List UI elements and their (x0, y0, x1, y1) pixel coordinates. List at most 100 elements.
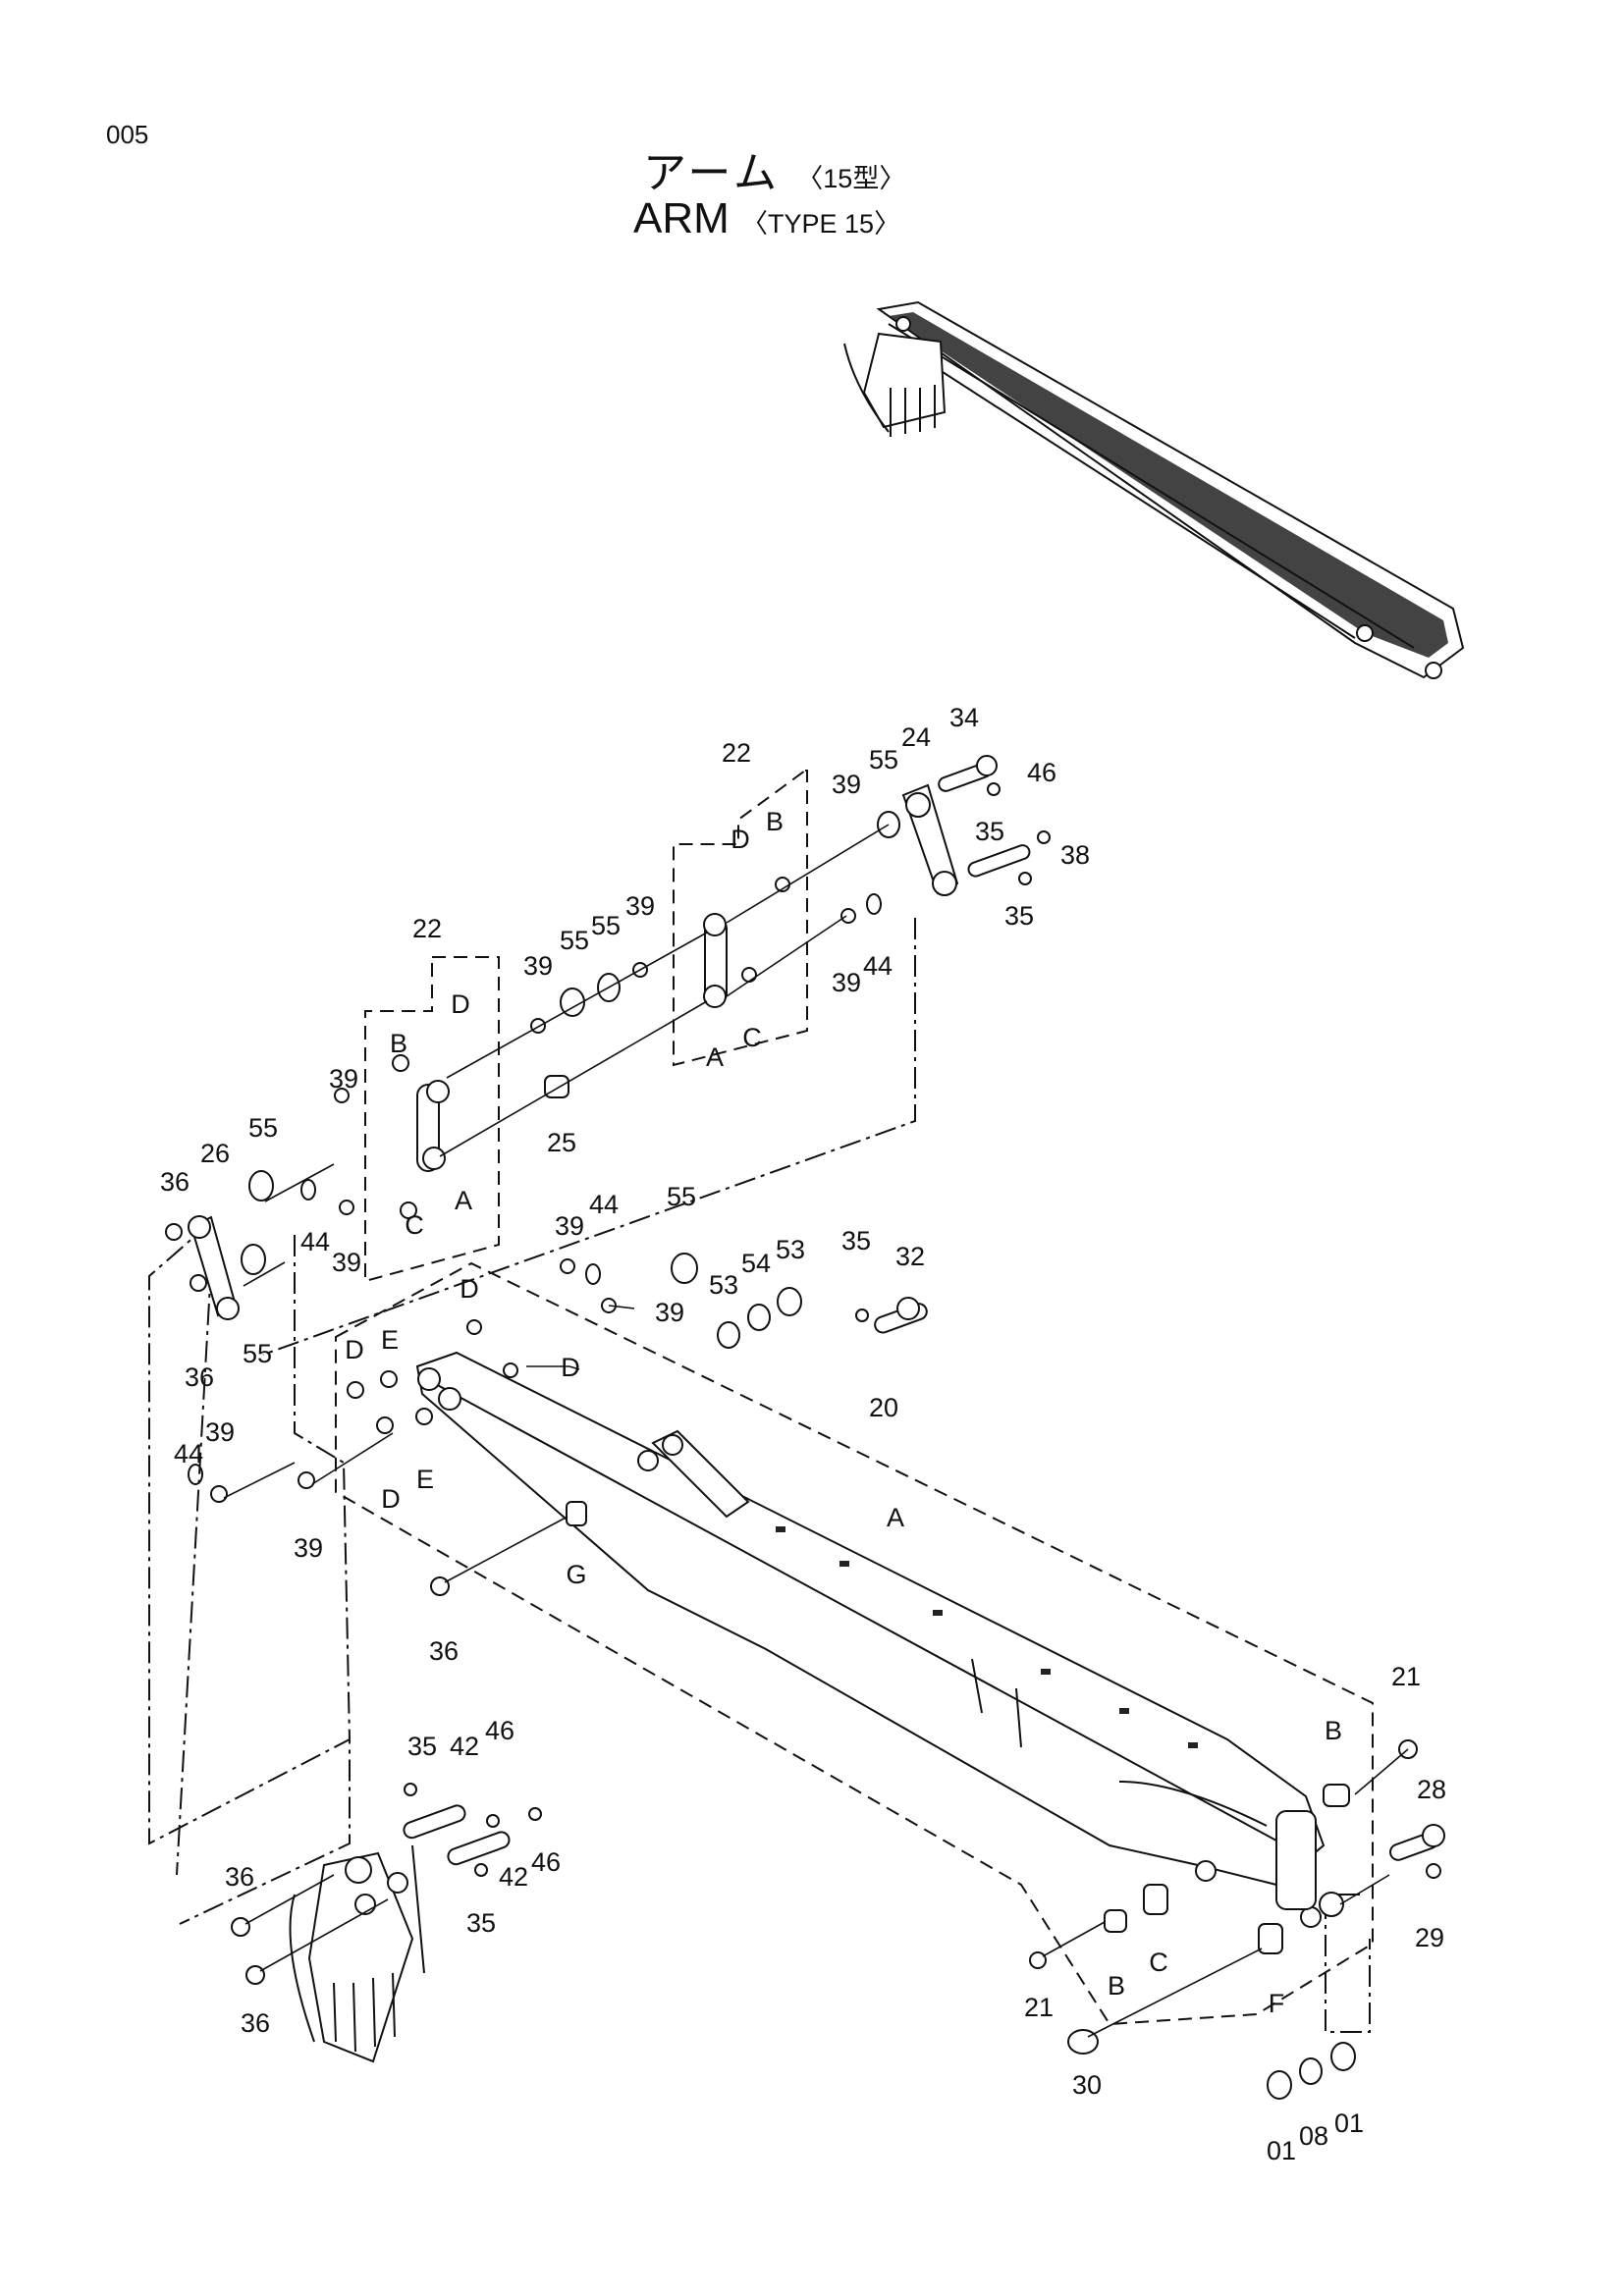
title-jp-text: アーム (643, 149, 782, 197)
callout-44: 44 (863, 951, 893, 981)
assembly-line-4 (262, 918, 916, 1356)
arm-body (415, 1351, 1344, 1928)
callout-34: 34 (949, 703, 979, 732)
callout-44: 44 (174, 1439, 203, 1468)
ref-label-b: B (766, 807, 784, 836)
pin-28 (1389, 1824, 1445, 1861)
callout-35: 35 (841, 1226, 871, 1255)
callout-55: 55 (591, 911, 621, 940)
callout-55: 55 (869, 745, 898, 774)
callout-46: 46 (1027, 758, 1056, 787)
callout-21: 21 (1391, 1662, 1421, 1691)
callout-36: 36 (429, 1636, 459, 1666)
callout-36: 36 (225, 1862, 254, 1892)
callout-53: 53 (709, 1270, 738, 1300)
ref-label-d: D (460, 1274, 479, 1304)
ref-label-a: A (706, 1042, 724, 1072)
callout-32: 32 (895, 1242, 925, 1271)
ref-label-d: D (345, 1335, 364, 1364)
callout-55: 55 (560, 926, 589, 955)
ref-label-b: B (1325, 1716, 1342, 1745)
title-jp-type: 〈15型〉 (796, 164, 906, 193)
ref-label-c: C (742, 1023, 762, 1052)
page-number: 005 (106, 120, 149, 149)
ref-label-f: F (1269, 1989, 1285, 2018)
bushing-g (566, 1501, 587, 1526)
callout-39: 39 (555, 1211, 584, 1241)
callout-28: 28 (1417, 1775, 1446, 1804)
pin-32 (874, 1297, 928, 1334)
ref-label-d: D (561, 1353, 580, 1382)
letter-reference-labels: A A A B B B B C C C D D D D D D E E F G (345, 807, 1342, 2018)
bushing-b-lower (1104, 1909, 1127, 1933)
callout-36: 36 (241, 2008, 270, 2038)
ref-label-b: B (1108, 1971, 1125, 2001)
assembly-line-2 (176, 1265, 212, 1876)
callout-55: 55 (667, 1182, 696, 1211)
callout-44: 44 (589, 1190, 619, 1219)
callout-39: 39 (332, 1248, 361, 1277)
small-rings (165, 782, 1441, 1985)
callout-38: 38 (1060, 840, 1090, 870)
ref-label-b: B (390, 1029, 407, 1058)
callout-46: 46 (531, 1847, 561, 1877)
pin-42-upper (403, 1804, 466, 1840)
arm-overview-illustration (843, 300, 1465, 679)
title-en-type: 〈TYPE 15〉 (741, 209, 901, 239)
callout-36: 36 (160, 1167, 189, 1197)
ref-label-a: A (887, 1503, 904, 1532)
callout-35: 35 (407, 1732, 437, 1761)
callout-25: 25 (547, 1128, 576, 1157)
pin-42-lower (447, 1831, 511, 1866)
callout-39: 39 (294, 1533, 323, 1563)
ref-label-e: E (416, 1465, 434, 1494)
ref-label-e: E (381, 1325, 399, 1355)
ref-label-d: D (381, 1484, 401, 1514)
bushing-f (1258, 1923, 1283, 1954)
link-22-right (703, 913, 728, 1008)
callout-01: 01 (1334, 2109, 1364, 2138)
callout-53: 53 (776, 1235, 805, 1264)
bushing-25 (544, 1075, 569, 1098)
ref-label-d: D (451, 989, 470, 1019)
washers (188, 811, 1356, 2100)
callout-08: 08 (1299, 2121, 1328, 2151)
ref-label-a: A (455, 1186, 472, 1215)
callout-22: 22 (412, 914, 442, 943)
leader-lines (223, 824, 1409, 2038)
assembly-line-3 (294, 1235, 351, 1740)
diagram-title-japanese: アーム 〈15型〉 (643, 137, 905, 200)
callout-35: 35 (1004, 901, 1034, 931)
callout-26: 26 (200, 1139, 230, 1168)
callout-39: 39 (832, 968, 861, 997)
callout-35: 35 (975, 817, 1004, 846)
pin-38 (967, 844, 1031, 878)
callout-20: 20 (869, 1393, 898, 1422)
callout-42: 42 (499, 1862, 528, 1892)
callout-36: 36 (185, 1362, 214, 1392)
ref-label-g: G (566, 1560, 586, 1589)
callout-44: 44 (300, 1227, 330, 1256)
pin-34 (938, 755, 998, 792)
callout-35: 35 (466, 1908, 496, 1938)
assembly-line-1 (148, 1221, 351, 1925)
title-en-text: ARM (633, 194, 730, 242)
callout-39: 39 (625, 891, 655, 921)
ref-label-c: C (1149, 1948, 1168, 1977)
callout-29: 29 (1415, 1923, 1444, 1952)
callout-55: 55 (243, 1339, 272, 1368)
callout-01: 01 (1267, 2136, 1296, 2165)
bushing-c (1143, 1884, 1168, 1915)
bucket-illustration (289, 1844, 425, 2063)
group-22-right-outline (673, 770, 808, 1067)
callout-42: 42 (450, 1732, 479, 1761)
diagram-title-english: ARM 〈TYPE 15〉 (633, 194, 900, 243)
callout-39: 39 (655, 1298, 684, 1327)
bushing-b-right (1323, 1784, 1350, 1807)
callout-39: 39 (832, 770, 861, 799)
group-20-arm-outline (335, 1261, 1374, 2026)
callout-39: 39 (205, 1417, 235, 1447)
ref-label-c: C (405, 1210, 424, 1240)
callout-46: 46 (485, 1716, 514, 1745)
